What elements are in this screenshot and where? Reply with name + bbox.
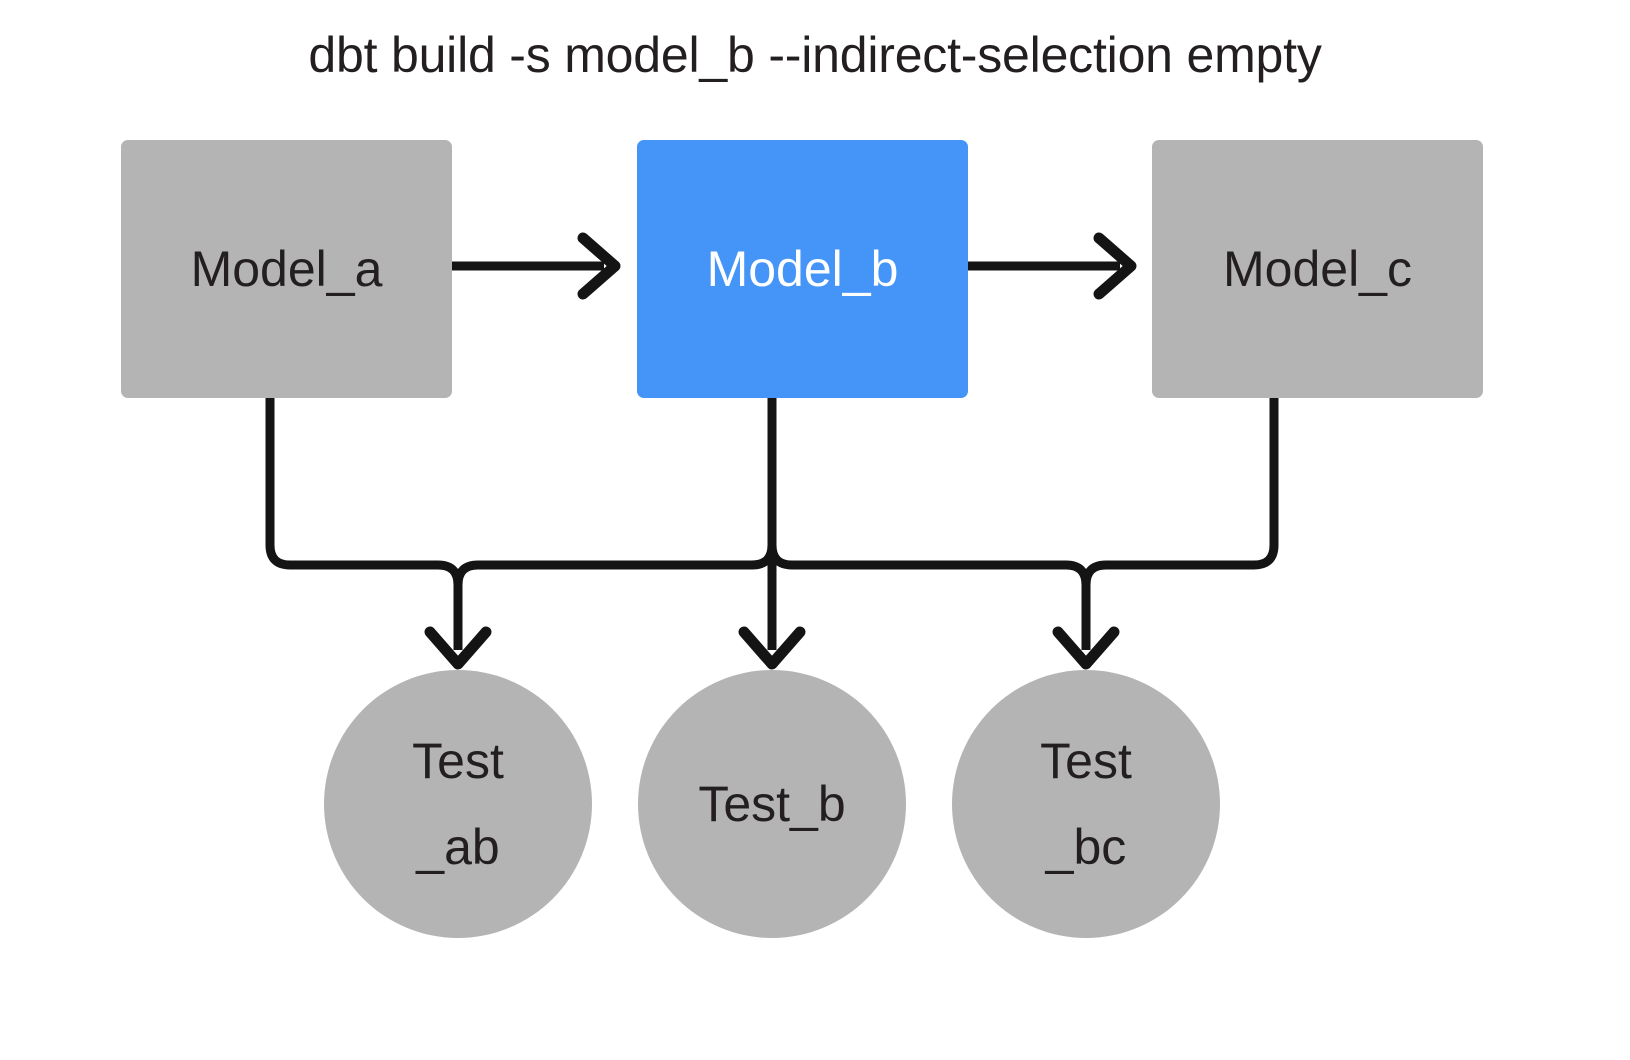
node-test-ab[interactable]: Test _ab — [324, 670, 592, 938]
edge-model-a-to-test-ab — [265, 398, 463, 650]
node-model-b[interactable]: Model_b — [637, 140, 968, 398]
edge-model-b-to-test-bc — [767, 398, 1091, 650]
node-test-bc[interactable]: Test _bc — [952, 670, 1220, 938]
node-model-a-label: Model_a — [190, 240, 383, 297]
arrowhead-to-test-b — [738, 626, 806, 670]
diagram-title: dbt build -s model_b --indirect-selectio… — [308, 27, 1322, 83]
node-model-a[interactable]: Model_a — [121, 140, 452, 398]
node-test-ab-label: Test _ab — [412, 733, 504, 875]
node-model-c-label: Model_c — [1223, 240, 1412, 297]
arrowhead-to-test-ab — [424, 626, 492, 670]
node-model-c[interactable]: Model_c — [1152, 140, 1483, 398]
arrowhead-model-b-to-model-c — [1093, 232, 1137, 300]
node-model-b-label: Model_b — [706, 240, 899, 297]
node-test-bc-label: Test _bc — [1040, 733, 1132, 875]
edge-model-b-to-test-ab — [453, 398, 777, 650]
node-test-b[interactable]: Test_b — [638, 670, 906, 938]
node-test-b-label: Test_b — [698, 776, 846, 832]
arrowhead-to-test-bc — [1052, 626, 1120, 670]
arrowhead-model-a-to-model-b — [577, 232, 621, 300]
edge-model-c-to-test-bc — [1081, 398, 1279, 650]
